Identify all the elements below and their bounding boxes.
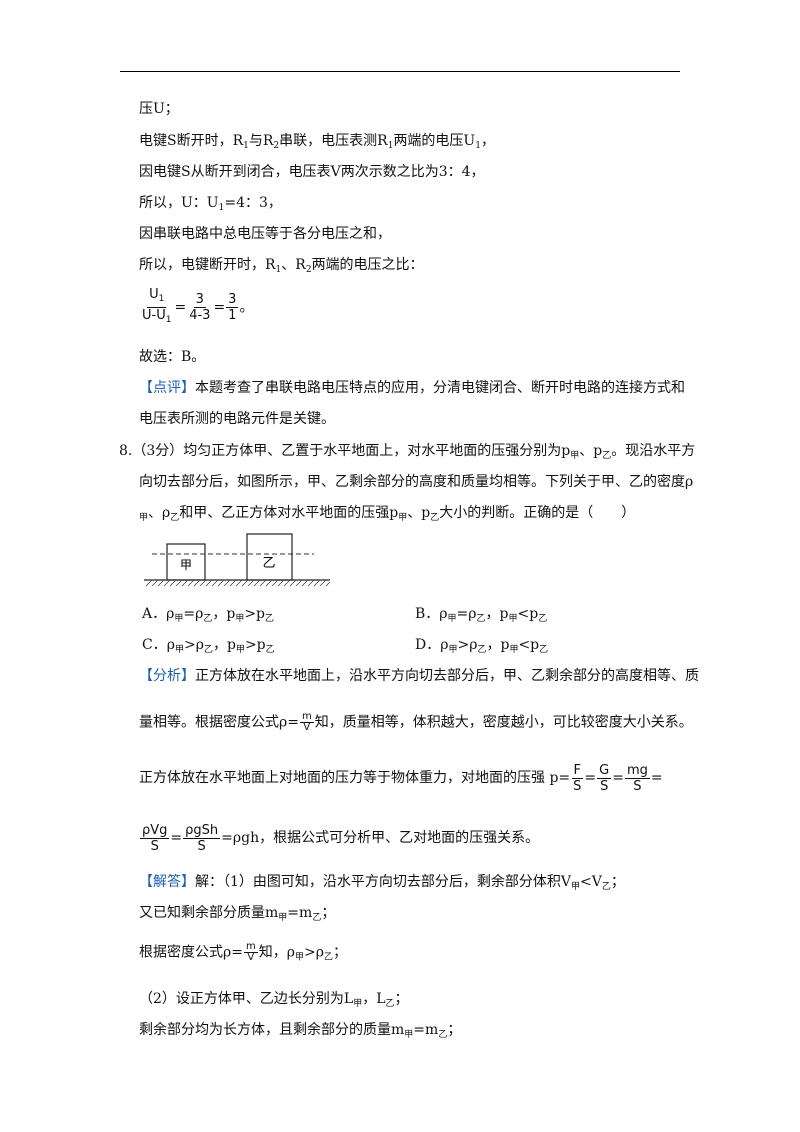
analysis-line-1: 【分析】正方体放在水平地面上，沿水平方向切去部分后，甲、乙剩余部分的高度相等、质 (139, 668, 699, 684)
text-line-5: 因串联电路中总电压等于各分电压之和， (139, 226, 391, 242)
question-8-line-1: 8.（3分）均匀正方体甲、乙置于水平地面上，对水平地面的压强分别为p甲、p乙。现… (119, 443, 696, 461)
option-b[interactable]: B．ρ甲=ρ乙，p甲<p乙 (415, 606, 548, 624)
label-yi: 乙 (262, 556, 275, 571)
option-a[interactable]: A．ρ甲=ρ乙，p甲>p乙 (142, 606, 275, 624)
answer-line-4: （2）设正方体甲、乙边长分别为L甲，L乙； (139, 991, 409, 1009)
review-line-1: 【点评】本题考查了串联电路电压特点的应用，分清电键闭合、断开时电路的连接方式和 (139, 380, 685, 396)
answer-line-2: 又已知剩余部分质量m甲=m乙； (139, 905, 336, 923)
option-d[interactable]: D．ρ甲>ρ乙，p甲<p乙 (415, 637, 549, 655)
option-c[interactable]: C．ρ甲>ρ乙，p甲>p乙 (142, 637, 275, 655)
answer-line-5: 剩余部分均为长方体，且剩余部分的质量m甲=m乙； (139, 1022, 462, 1040)
header-rule (120, 71, 680, 72)
cubes-figure: 甲 乙 (144, 533, 331, 587)
text-line-2: 电键S断开时，R1与R2串联，电压表测R1两端的电压U1， (139, 133, 495, 151)
answer-line-1: 【解答】解：（1）由图可知，沿水平方向切去部分后，剩余部分体积V甲<V乙； (139, 874, 625, 892)
text-line-choice: 故选：B。 (139, 349, 206, 365)
question-number: 8. (119, 443, 133, 459)
ground-hatching (145, 579, 331, 587)
text-line-3: 因电键S从断开到闭合，电压表V两次示数之比为3：4， (139, 164, 485, 180)
text-line-6: 所以，电键断开时，R1、R2两端的电压之比： (139, 257, 424, 275)
question-8-line-2: 向切去部分后，如图所示，甲、乙剩余部分的高度和质量均相等。下列关于甲、乙的密度ρ (139, 474, 694, 490)
answer-tag: 【解答】 (139, 874, 195, 890)
question-8-line-3: 甲、ρ乙和甲、乙正方体对水平地面的压强p甲、p乙大小的判断。正确的是（ ） (139, 505, 636, 523)
text-line-4: 所以，U：U1=4：3， (139, 195, 282, 213)
text-line-1: 压U； (139, 101, 179, 117)
label-jia: 甲 (180, 558, 192, 572)
review-tag: 【点评】 (139, 380, 195, 396)
analysis-tag: 【分析】 (139, 668, 195, 684)
review-line-2: 电压表所测的电路元件是关键。 (139, 411, 335, 427)
